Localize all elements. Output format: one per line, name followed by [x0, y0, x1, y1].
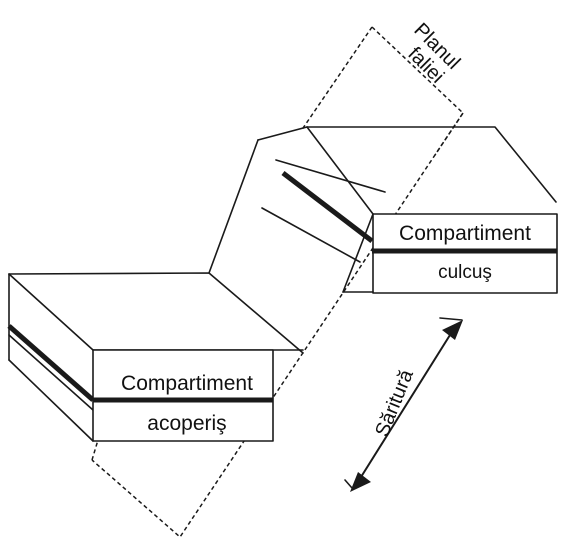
fault-plane-outline	[91, 26, 464, 539]
footwall-label-line2: culcuş	[438, 262, 492, 283]
hangingwall-label-line2: acoperiş	[147, 412, 226, 435]
footwall-label-line1: Compartiment	[399, 222, 531, 245]
throw-arrow	[344, 317, 463, 492]
footwall-block	[208, 126, 558, 294]
hangingwall-block	[7, 272, 304, 442]
throw-label: Săritură	[371, 366, 418, 440]
hangingwall-label-line1: Compartiment	[121, 372, 253, 395]
